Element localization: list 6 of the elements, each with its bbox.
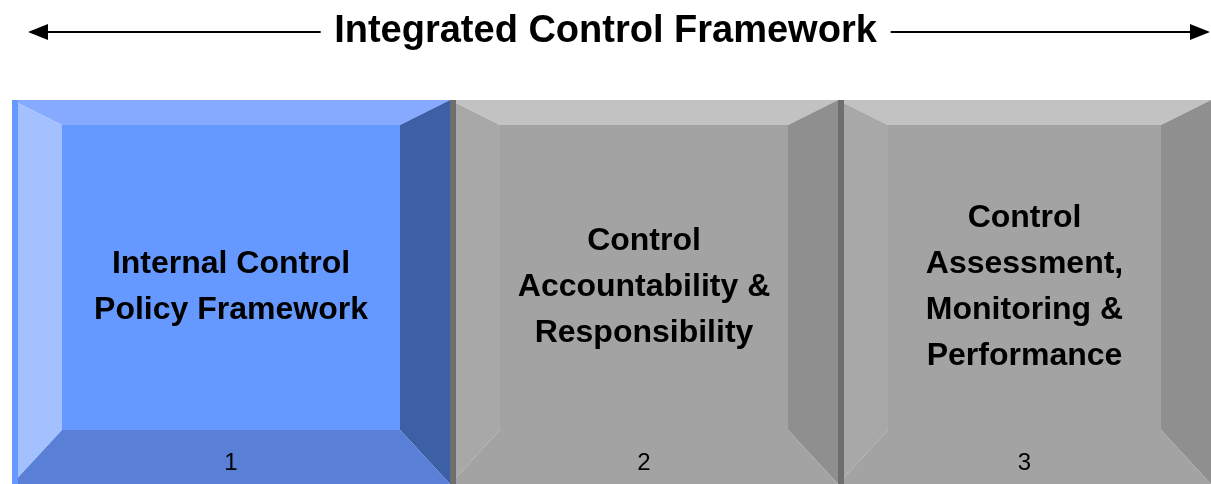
panel-number: 2 [637, 448, 651, 476]
panel-heading: Control Assessment, Monitoring & Performance [924, 197, 1125, 374]
panel-number: 3 [1017, 448, 1032, 476]
panel-number: 1 [224, 448, 238, 476]
panel-heading: Internal Control Policy Framework [93, 243, 369, 328]
panel-heading: Control Accountability & Responsibility [516, 220, 772, 351]
